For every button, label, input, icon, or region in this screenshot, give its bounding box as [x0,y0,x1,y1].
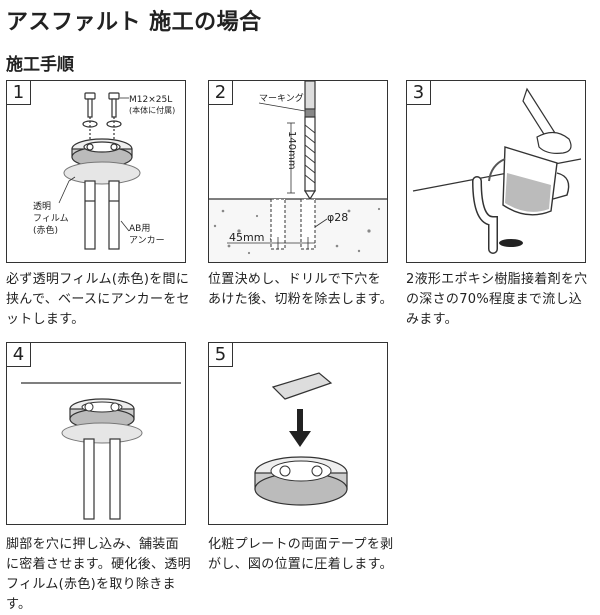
step-number: 3 [407,81,431,105]
film-label-2: フィルム [33,213,69,224]
step-number: 4 [7,343,31,367]
step-1-description: 必ず透明フィルム(赤色)を間に挟んで、ベースにアンカーをセットします。 [6,272,190,327]
anchor-label-1: AB用 [129,223,150,234]
marking-label: マーキング [259,92,304,104]
step-4-illustration [21,382,181,520]
page-title: アスファルト 施工の場合 [6,10,262,35]
step-5-illustration [254,372,348,506]
width-label: 45mm [229,231,264,244]
step-number: 2 [209,81,233,105]
step-3-illustration [412,87,582,254]
step-5-panel: 5 [208,342,388,525]
step-number: 5 [209,343,233,367]
film-label-1: 透明 [33,201,51,212]
depth-label: 140mm [286,131,297,170]
step-4-description: 脚部を穴に押し込み、舗装面に密着させます。硬化後、透明フィルム(赤色)を取り除き… [6,537,191,612]
step-2-description: 位置決めし、ドリルで下穴をあけた後、切粉を除去します。 [208,272,393,307]
diameter-label: φ28 [327,211,348,224]
section-heading: 施工手順 [6,55,74,75]
step-5-description: 化粧プレートの両面テープを剥がし、図の位置に圧着します。 [208,537,394,572]
step-4-panel: 4 [6,342,186,525]
step-2-illustration: 140mm マーキング φ28 45mm [209,81,387,262]
step-number: 1 [7,81,31,105]
anchor-label-2: アンカー [129,235,165,246]
step-2-panel: 140mm マーキング φ28 45mm 2 [208,80,388,263]
step-1-illustration: M12×25L (本体に付属) 透明 フィルム (赤色) AB用 アンカー [33,92,175,250]
bolt-spec-label: M12×25L [129,95,172,105]
step-3-panel: 3 [406,80,586,263]
bolt-note-label: (本体に付属) [129,105,175,115]
step-1-panel: M12×25L (本体に付属) 透明 フィルム (赤色) AB用 アンカー 1 [6,80,186,263]
step-3-description: 2液形エポキシ樹脂接着剤を穴の深さの70%程度まで流し込みます。 [406,272,588,327]
film-label-3: (赤色) [33,224,58,236]
